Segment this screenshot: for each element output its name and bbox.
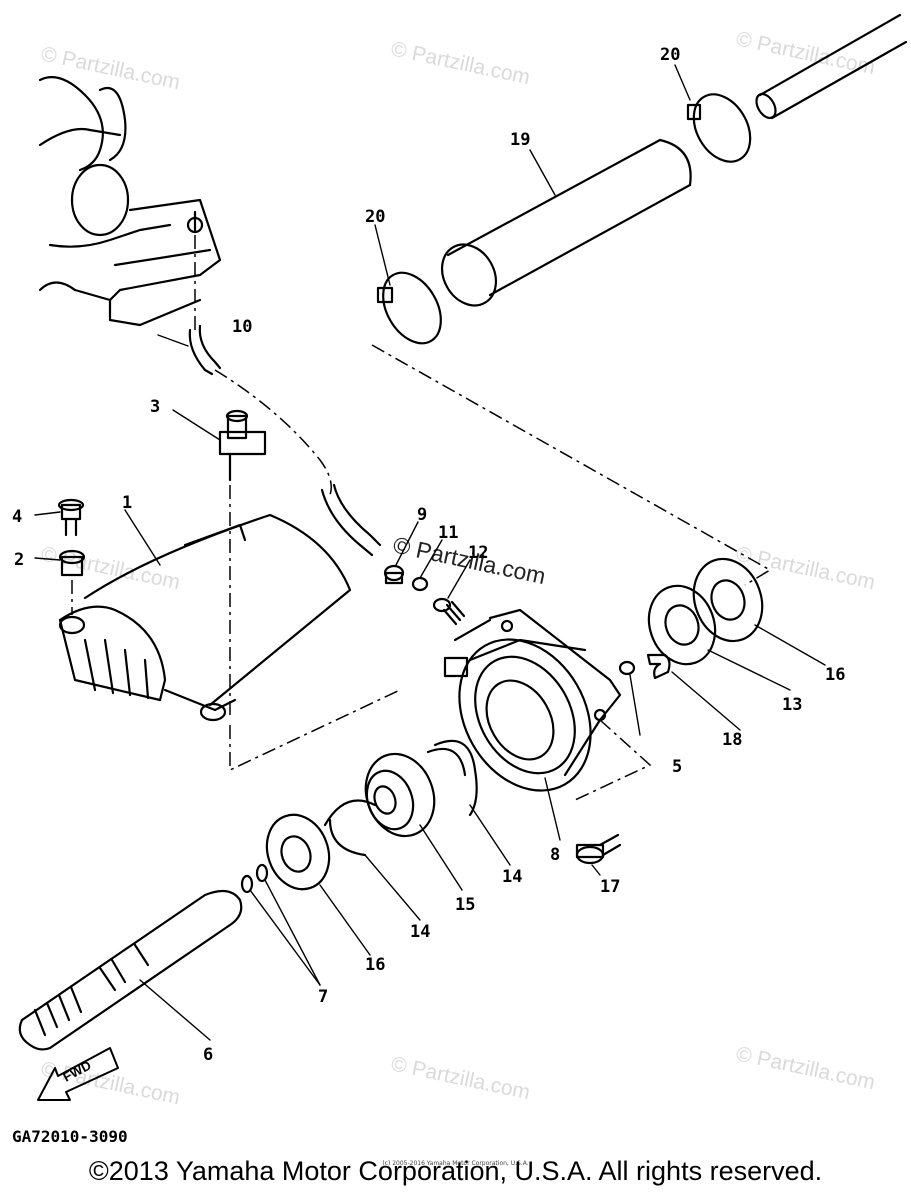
watermark: © Partzilla.com <box>734 542 877 594</box>
callout-16: 16 <box>365 955 385 975</box>
watermark: © Partzilla.com <box>39 42 182 94</box>
callout-19: 19 <box>510 130 530 150</box>
part-code: GA72010-3090 <box>12 1127 128 1146</box>
parts-9-11-12-drawing <box>383 564 466 626</box>
callout-14: 14 <box>502 867 522 887</box>
part-6-shaft-drawing <box>18 889 243 1051</box>
hose-10-drawing <box>188 324 382 557</box>
callout-3: 3 <box>150 397 160 417</box>
callout-2: 2 <box>14 550 24 570</box>
engine-housing-drawing <box>38 76 222 330</box>
callout-12: 12 <box>468 543 488 563</box>
watermark: © Partzilla.com <box>734 1042 877 1094</box>
callout-8: 8 <box>550 845 560 865</box>
callout-9: 9 <box>417 505 427 525</box>
callout-6: 6 <box>203 1045 213 1065</box>
part-1-cover-drawing <box>58 513 401 772</box>
parts-4-2-drawing <box>57 498 86 615</box>
copyright-footer: ©2013 Yamaha Motor Corporation, U.S.A. A… <box>88 1156 823 1186</box>
callout-15: 15 <box>455 895 475 915</box>
callout-14: 14 <box>410 922 430 942</box>
callout-18: 18 <box>722 730 742 750</box>
leader-lines <box>34 64 826 1041</box>
part-17-bolt-drawing <box>575 833 622 865</box>
part-8-housing-drawing <box>443 608 622 792</box>
right-bearings-drawing <box>574 557 764 801</box>
part-3-valve-drawing <box>218 409 267 720</box>
watermarks: © Partzilla.com © Partzilla.com © Partzi… <box>39 27 877 1109</box>
part-19-hose-drawing <box>371 13 908 586</box>
lower-bearings-drawing <box>240 739 478 894</box>
watermark: © Partzilla.com <box>389 37 532 89</box>
callout-13: 13 <box>782 695 802 715</box>
tiny-credit: (c) 2005-2016 Yamaha Motor Corporation, … <box>382 1160 529 1167</box>
callout-20: 20 <box>660 45 680 65</box>
callout-labels: 10 3 4 2 1 9 11 12 20 19 20 16 13 18 5 8… <box>12 45 845 1065</box>
watermark: © Partzilla.com <box>39 1057 182 1109</box>
callout-4: 4 <box>12 507 22 527</box>
watermark: © Partzilla.com <box>39 542 182 594</box>
callout-1: 1 <box>122 493 132 513</box>
callout-16: 16 <box>825 665 845 685</box>
callout-11: 11 <box>438 523 458 543</box>
callout-5: 5 <box>672 757 682 777</box>
callout-20: 20 <box>365 207 385 227</box>
watermark: © Partzilla.com <box>389 1052 532 1104</box>
callout-17: 17 <box>600 877 620 897</box>
callout-7: 7 <box>318 987 328 1007</box>
callout-10: 10 <box>232 317 252 337</box>
